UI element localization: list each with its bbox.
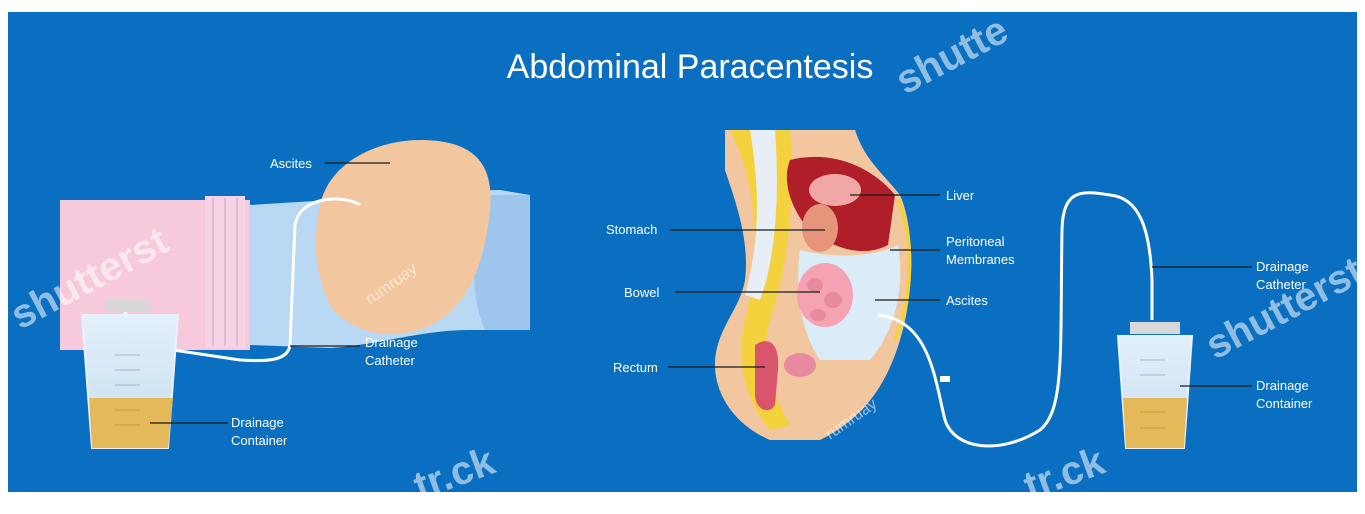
label-right-drainage-container-1: Drainage (1256, 378, 1309, 393)
label-right-drainage-container-2: Container (1256, 396, 1313, 411)
container-cap (105, 300, 150, 312)
label-rectum: Rectum (613, 360, 658, 375)
right-container-cap (1130, 322, 1180, 334)
label-stomach: Stomach (606, 222, 657, 237)
label-ascites: Ascites (270, 156, 312, 171)
label-peritoneal-1: Peritoneal (946, 234, 1005, 249)
stomach-shape (802, 204, 838, 252)
bladder-shape (784, 353, 816, 377)
label-liver: Liver (946, 188, 975, 203)
right-drainage-fluid (1123, 398, 1187, 448)
label-drainage-catheter-2: Catheter (365, 353, 416, 368)
label-right-drainage-catheter-1: Drainage (1256, 259, 1309, 274)
label-bowel: Bowel (624, 285, 660, 300)
page-title: Abdominal Paracentesis (507, 48, 874, 86)
label-drainage-container-1: Drainage (231, 415, 284, 430)
rectum-shape (755, 341, 778, 410)
liver-highlight (809, 174, 861, 206)
label-peritoneal-2: Membranes (946, 252, 1015, 267)
catheter-clamp (940, 376, 950, 382)
label-drainage-container-2: Container (231, 433, 288, 448)
label-drainage-catheter-1: Drainage (365, 335, 418, 350)
label-ascites-right: Ascites (946, 293, 988, 308)
